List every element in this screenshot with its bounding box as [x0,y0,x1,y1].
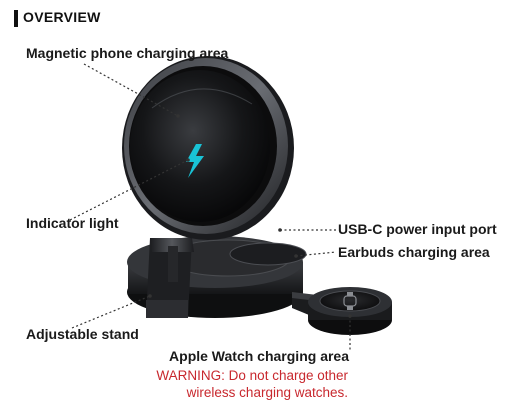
warning-line-1: WARNING: Do not charge other [156,368,348,383]
magnetic-charging-disc [122,56,294,240]
label-watch-area: Apple Watch charging area [169,348,349,364]
label-indicator-light: Indicator light [26,215,119,231]
lightning-bolt-icon [186,144,204,178]
section-title-bar [14,10,18,27]
label-earbuds-area: Earbuds charging area [338,244,490,260]
adjustable-stand [146,238,194,318]
watch-charger [308,287,392,335]
callout-lines [69,63,351,352]
label-usbc-port: USB-C power input port [338,221,497,237]
earbuds-pad [229,242,307,266]
label-magnetic-charging-area: Magnetic phone charging area [26,45,229,61]
callout-dots [148,114,352,318]
leader-earbuds [295,251,337,257]
section-title: OVERVIEW [23,9,101,25]
warning-line-2: wireless charging watches. [186,385,348,400]
label-adjustable-stand: Adjustable stand [26,326,139,342]
leader-stand [71,295,151,329]
watch-icon [343,292,357,310]
